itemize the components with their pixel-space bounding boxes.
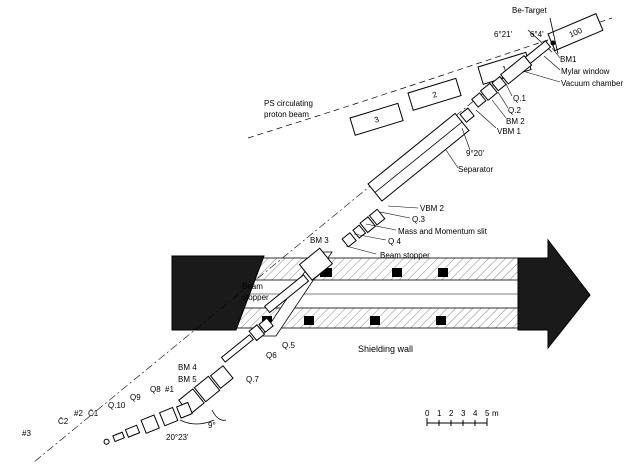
q1-quad bbox=[491, 75, 507, 92]
vbm2-magnet bbox=[368, 208, 386, 226]
vbm2-label: VBM 2 bbox=[420, 204, 445, 213]
leader-lines bbox=[345, 47, 561, 255]
scale-bar: 0 1 2 3 4 5 m bbox=[425, 409, 499, 426]
beam-stopper-left-label-1: Beam bbox=[242, 282, 263, 291]
bm1-label: BM1 bbox=[560, 55, 577, 64]
q9-label: Q9 bbox=[130, 393, 141, 402]
q5-quad bbox=[258, 317, 274, 333]
scale-tick-1: 1 bbox=[437, 409, 442, 418]
scale-tick-3: 3 bbox=[461, 409, 466, 418]
q4-label: Q 4 bbox=[388, 237, 401, 246]
shielding-wall-label: Shielding wall bbox=[358, 344, 413, 354]
ps-magnet-1-label: 1 bbox=[501, 64, 508, 74]
ps-magnet-3 bbox=[349, 102, 404, 136]
bm4-magnet bbox=[193, 375, 221, 403]
scale-tick-0: 0 bbox=[425, 409, 430, 418]
beam-components bbox=[103, 107, 475, 445]
end-marker bbox=[103, 438, 110, 445]
vacuum-label: Vacuum chamber bbox=[561, 79, 623, 88]
q4-quad bbox=[341, 232, 357, 248]
ps-ring: 3 2 1 100 PS circulating proton beam bbox=[247, 13, 613, 139]
bm5-label: BM 5 bbox=[178, 375, 197, 384]
ps-magnet-2-label: 2 bbox=[431, 90, 438, 100]
bm3-magnet bbox=[298, 247, 333, 281]
c1-counter bbox=[124, 424, 141, 438]
q6-label: Q6 bbox=[266, 351, 277, 360]
vacuum-chamber bbox=[500, 54, 533, 85]
q7-quad bbox=[209, 365, 234, 389]
shielding-wall bbox=[171, 238, 591, 350]
be-target-label: Be-Target bbox=[512, 6, 547, 15]
q8-label: Q8 bbox=[150, 385, 161, 394]
be-target-dot bbox=[550, 40, 556, 46]
beam-stopper-right-label: Beam stopper bbox=[380, 251, 430, 260]
vbm1-label: VBM 1 bbox=[497, 127, 522, 136]
target-region bbox=[471, 17, 559, 108]
c2-counter bbox=[112, 431, 126, 443]
q2-quad bbox=[479, 82, 499, 101]
ps-magnet-3-label: 3 bbox=[373, 115, 380, 125]
q6-quad bbox=[248, 324, 266, 342]
labels: Be-Target 6°21' 6°4' BM1 Mylar window Va… bbox=[22, 6, 623, 442]
vbm1-magnet bbox=[459, 107, 475, 123]
ps-magnet-2 bbox=[407, 77, 462, 111]
q3-label: Q.3 bbox=[412, 215, 425, 224]
angle-right-label: 6°4' bbox=[530, 30, 544, 39]
angle-2023-label: 20°23' bbox=[166, 433, 189, 442]
shielding-dark-left bbox=[171, 255, 265, 331]
q2-label: Q.2 bbox=[508, 106, 521, 115]
beam-stopper-left-label-2: stopper bbox=[242, 293, 269, 302]
angle-9-label: 9° bbox=[208, 421, 216, 430]
ps-label-line1: PS circulating bbox=[264, 99, 313, 108]
separator-label: Separator bbox=[458, 165, 493, 174]
angle-920-label: 9°20' bbox=[466, 149, 485, 158]
bm2-magnet bbox=[471, 92, 487, 108]
h2-label: #2 bbox=[74, 409, 83, 418]
scale-unit: m bbox=[492, 409, 499, 418]
q8-quad bbox=[175, 401, 193, 419]
h1-label: #1 bbox=[165, 385, 174, 394]
pipe-q6-q7 bbox=[220, 334, 254, 363]
ps-label-line2: proton beam bbox=[264, 110, 309, 119]
q3-quad bbox=[359, 216, 377, 234]
q7-label: Q.7 bbox=[246, 375, 259, 384]
angle-arc-9 bbox=[211, 409, 227, 421]
q10-label: Q.10 bbox=[108, 401, 126, 410]
q1-label: Q.1 bbox=[513, 94, 526, 103]
angle-left-label: 6°21' bbox=[494, 30, 513, 39]
shielding-dark-arrow bbox=[517, 238, 591, 350]
c2-label: C̄2 bbox=[58, 417, 69, 426]
bm4-label: BM 4 bbox=[178, 363, 197, 372]
h3-label: #3 bbox=[22, 429, 31, 438]
slit-label: Mass and Momentum slit bbox=[398, 227, 488, 236]
beam-pipe bbox=[263, 274, 310, 314]
mylar-label: Mylar window bbox=[561, 67, 610, 76]
c1-label: C̄1 bbox=[88, 409, 99, 418]
bm2-label: BM 2 bbox=[506, 117, 525, 126]
scale-tick-5: 5 bbox=[485, 409, 490, 418]
bm1-magnet bbox=[524, 40, 552, 65]
q5-label: Q.5 bbox=[282, 341, 295, 350]
q9-quad bbox=[158, 406, 179, 427]
scale-tick-4: 4 bbox=[473, 409, 478, 418]
beam-axis bbox=[33, 39, 549, 463]
bm3-label: BM 3 bbox=[310, 236, 329, 245]
angle-arc-lower bbox=[179, 419, 215, 425]
q10-quad bbox=[140, 414, 160, 434]
scale-tick-2: 2 bbox=[449, 409, 454, 418]
